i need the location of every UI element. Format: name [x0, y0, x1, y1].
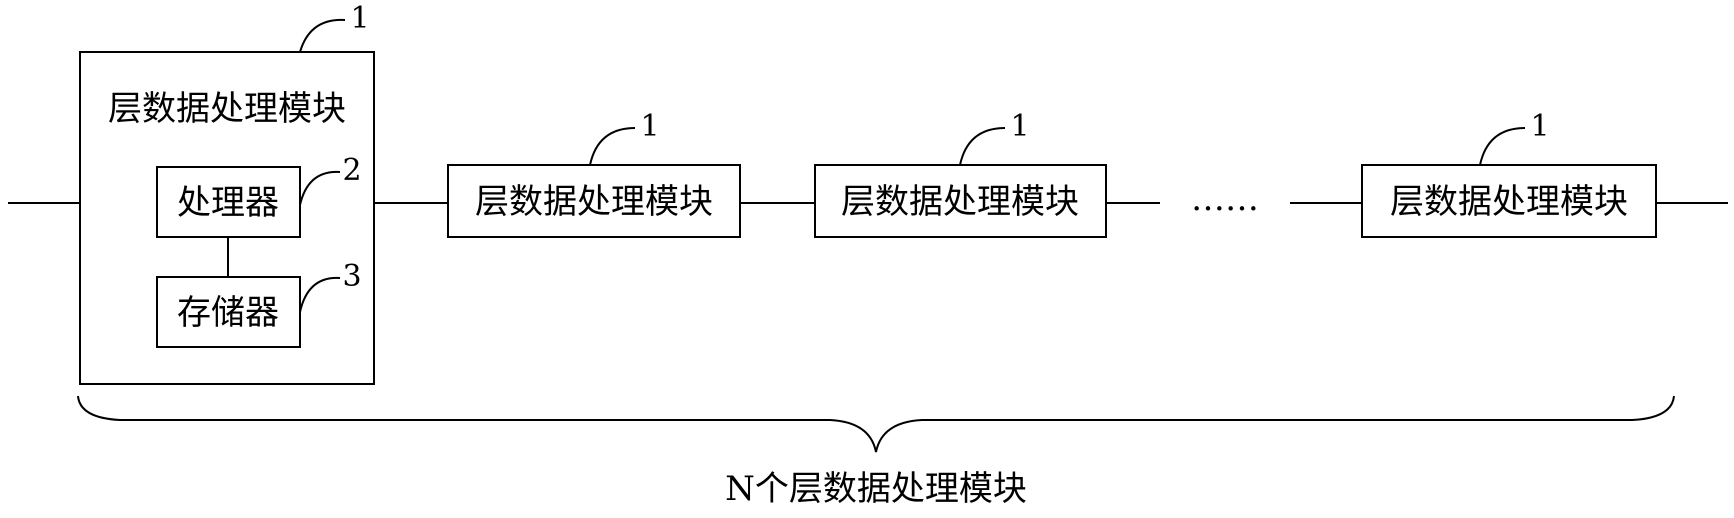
processor-ref-leader	[299, 170, 341, 206]
module-ref-leader-3	[959, 127, 1006, 166]
outer-module-ref: 1	[350, 1, 369, 36]
module-ref-leader-n	[1479, 127, 1526, 166]
module-ref-leader-2	[589, 127, 636, 166]
module-box-3	[814, 164, 1107, 238]
memory-ref: 3	[342, 259, 361, 294]
module-ref-n: 1	[1530, 109, 1549, 144]
module-ref-3: 1	[1010, 109, 1029, 144]
memory-ref-leader	[299, 276, 341, 313]
processor-label: 处理器	[177, 183, 279, 223]
module-label-3: 层数据处理模块	[841, 182, 1079, 222]
brace-label: N个层数据处理模块	[725, 469, 1027, 509]
module-label-n: 层数据处理模块	[1390, 182, 1628, 222]
module-ref-2: 1	[640, 109, 659, 144]
grouping-brace	[77, 395, 1675, 453]
module-label-2: 层数据处理模块	[475, 182, 713, 222]
outer-module-ref-leader	[299, 18, 346, 53]
module-box-2	[447, 164, 741, 238]
processor-ref: 2	[342, 153, 361, 188]
outer-module-title: 层数据处理模块	[108, 89, 346, 129]
module-box-n	[1361, 164, 1657, 238]
ellipsis: ……	[1191, 179, 1259, 219]
memory-label: 存储器	[177, 293, 279, 333]
